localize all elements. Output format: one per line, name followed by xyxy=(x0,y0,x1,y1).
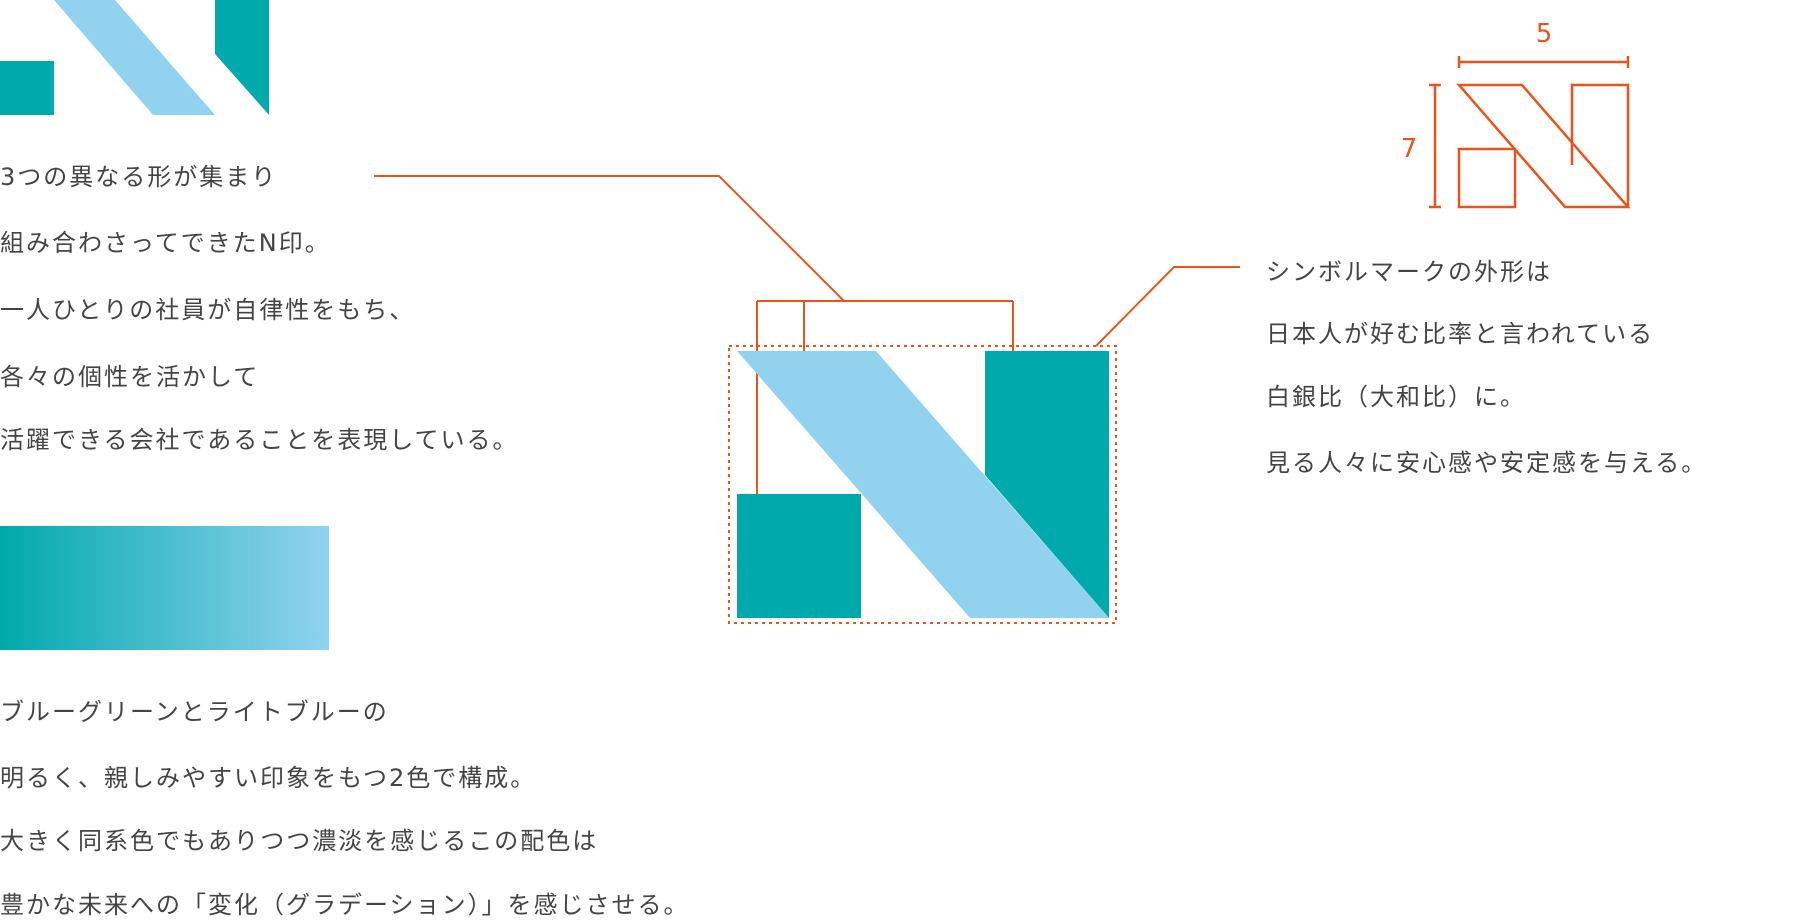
n-teal-bar xyxy=(985,351,1109,618)
text-line: 組み合わさってできたN印。 xyxy=(0,229,331,257)
text-line: 白銀比（大和比）に。 xyxy=(1266,383,1526,411)
logo-teal-square xyxy=(0,61,54,115)
text-line: 明るく、親しみやすい印象をもつ2色で構成。 xyxy=(0,764,537,792)
ratio-diagram xyxy=(1429,56,1631,209)
cropped-logo xyxy=(0,0,269,115)
text-line: 豊かな未来への「変化（グラデーション）」を感じさせる。 xyxy=(0,891,690,919)
text-line: シンボルマークの外形は xyxy=(1266,258,1552,286)
n-light-band xyxy=(737,351,1109,618)
dotted-frame xyxy=(728,345,1117,624)
text-line: 見る人々に安心感や安定感を与える。 xyxy=(1266,449,1708,477)
width-ratio-label: 5 xyxy=(1536,19,1553,49)
text-line: 各々の個性を活かして xyxy=(0,363,260,391)
text-line: 一人ひとりの社員が自律性をもち、 xyxy=(0,296,416,324)
leader-line-ratio xyxy=(1095,266,1240,347)
text-line: 日本人が好む比率と言われている xyxy=(1266,320,1655,348)
text-line: ブルーグリーンとライトブルーの xyxy=(0,698,389,726)
gradient-swatch xyxy=(0,526,329,650)
n-symbol-mark xyxy=(737,351,1109,618)
text-line: 大きく同系色でもありつつ濃淡を感じるこの配色は xyxy=(0,827,599,855)
text-line: 3つの異なる形が集まり xyxy=(0,163,278,191)
text-line: 活躍できる会社であることを表現している。 xyxy=(0,426,519,454)
n-teal-square xyxy=(737,494,861,618)
logo-teal-bar xyxy=(215,0,269,115)
leader-line-shapes xyxy=(374,175,845,302)
height-ratio-label: 7 xyxy=(1401,134,1418,164)
logo-light-band xyxy=(54,0,215,115)
